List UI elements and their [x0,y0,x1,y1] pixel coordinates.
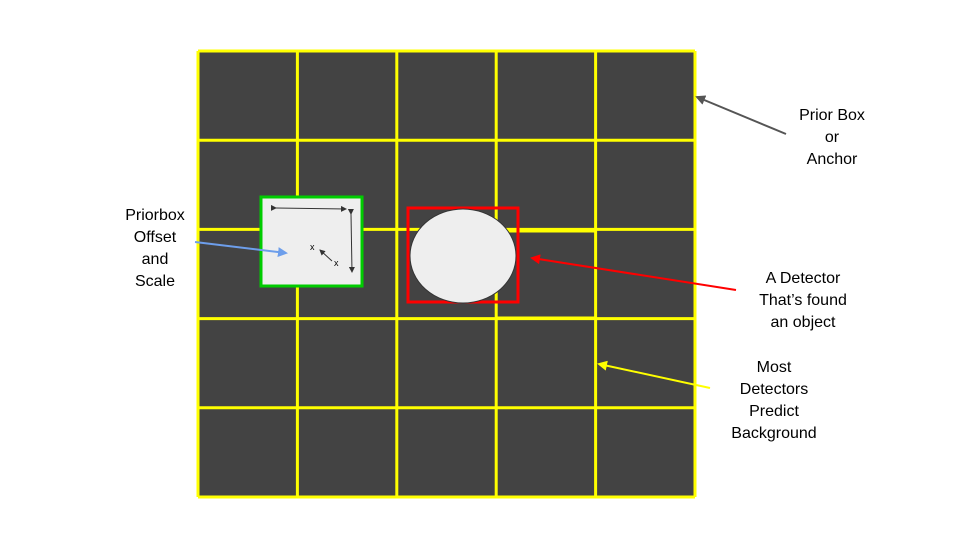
prior-box-label-line-1: Prior Box [799,107,865,124]
grid-cell [595,407,695,497]
grid-cell [396,318,497,408]
most-detectors-label-line-2: Detectors [739,381,809,398]
grid-cell [198,51,298,141]
grid-cell [496,407,596,497]
width-arrow [270,204,347,212]
priorbox-offset-label: Priorbox Offset and Scale [100,205,210,293]
grid-cell [595,318,695,408]
center-x-mark-2: x [334,258,339,268]
grid-cell [496,51,596,141]
most-detectors-label: Most Detectors Predict Background [714,357,834,445]
grid-cell [198,318,298,408]
most-detectors-label-line-1: Most [756,359,792,376]
detector-found-label: A Detector That’s found an object [738,268,868,334]
grid-cell [396,407,497,497]
priorbox-offset-label-line-2: Offset [133,229,177,246]
grid-cell [297,407,397,497]
grid-cell [595,51,695,141]
detected-object [409,208,517,304]
grid-cell [198,407,298,497]
most-detectors-label-line-4: Background [731,425,817,442]
priorbox-offset-label-line-4: Scale [134,273,176,290]
prior-box-arrow [695,95,787,135]
grid-cell [297,318,397,408]
grid-cell [396,51,497,141]
priorbox-offset-label-line-1: Priorbox [125,207,185,224]
grid-cell [595,140,695,230]
center-x-mark-1: x [310,242,315,252]
grid-cell [496,318,596,408]
background-arrow [597,360,711,389]
prior-box-label-line-2: or [824,129,840,146]
priorbox-offset-label-line-3: and [141,251,169,268]
detector-found-label-line-2: That’s found [759,292,847,309]
offset-scale-arrow [194,241,288,258]
most-detectors-label-line-3: Predict [749,403,799,420]
detector-found-label-line-1: A Detector [765,270,841,287]
detector-arrow [530,254,737,291]
prior-box-label-line-3: Anchor [806,151,858,168]
height-arrow [347,208,355,273]
prior-box-label: Prior Box or Anchor [772,105,892,171]
grid-cell [595,229,695,319]
detector-found-label-line-3: an object [770,314,836,331]
grid-cell [297,51,397,141]
center-offset-arrow [319,249,333,262]
grid-cell [496,140,596,230]
